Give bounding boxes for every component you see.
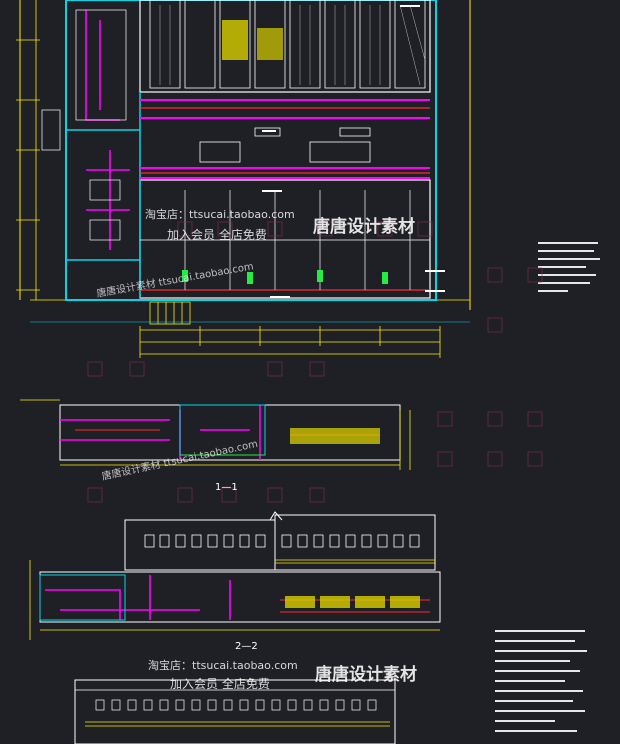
bottom-elevation xyxy=(74,679,396,744)
watermark-shop-top: 淘宝店：ttsucai.taobao.com xyxy=(145,208,295,221)
section-2-2 xyxy=(29,511,441,640)
watermark-member-top: 加入会员 全店免费 xyxy=(167,228,267,242)
section-2-2-title: 2—2 xyxy=(235,641,258,652)
watermark-shop-bottom: 淘宝店：ttsucai.taobao.com xyxy=(148,659,298,672)
notes-block-top xyxy=(538,242,600,292)
watermark-brand-bottom: 唐唐设计素材 xyxy=(315,665,417,685)
windows-row xyxy=(144,534,420,548)
section-1-1 xyxy=(20,399,411,470)
watermark-tiles xyxy=(87,221,543,503)
section-1-1-title: 1—1 xyxy=(215,482,238,493)
watermark-member-bottom: 加入会员 全店免费 xyxy=(170,677,270,691)
plan-view xyxy=(16,0,471,358)
watermark-brand-top: 唐唐设计素材 xyxy=(313,217,415,237)
notes-block-bottom xyxy=(495,630,587,732)
